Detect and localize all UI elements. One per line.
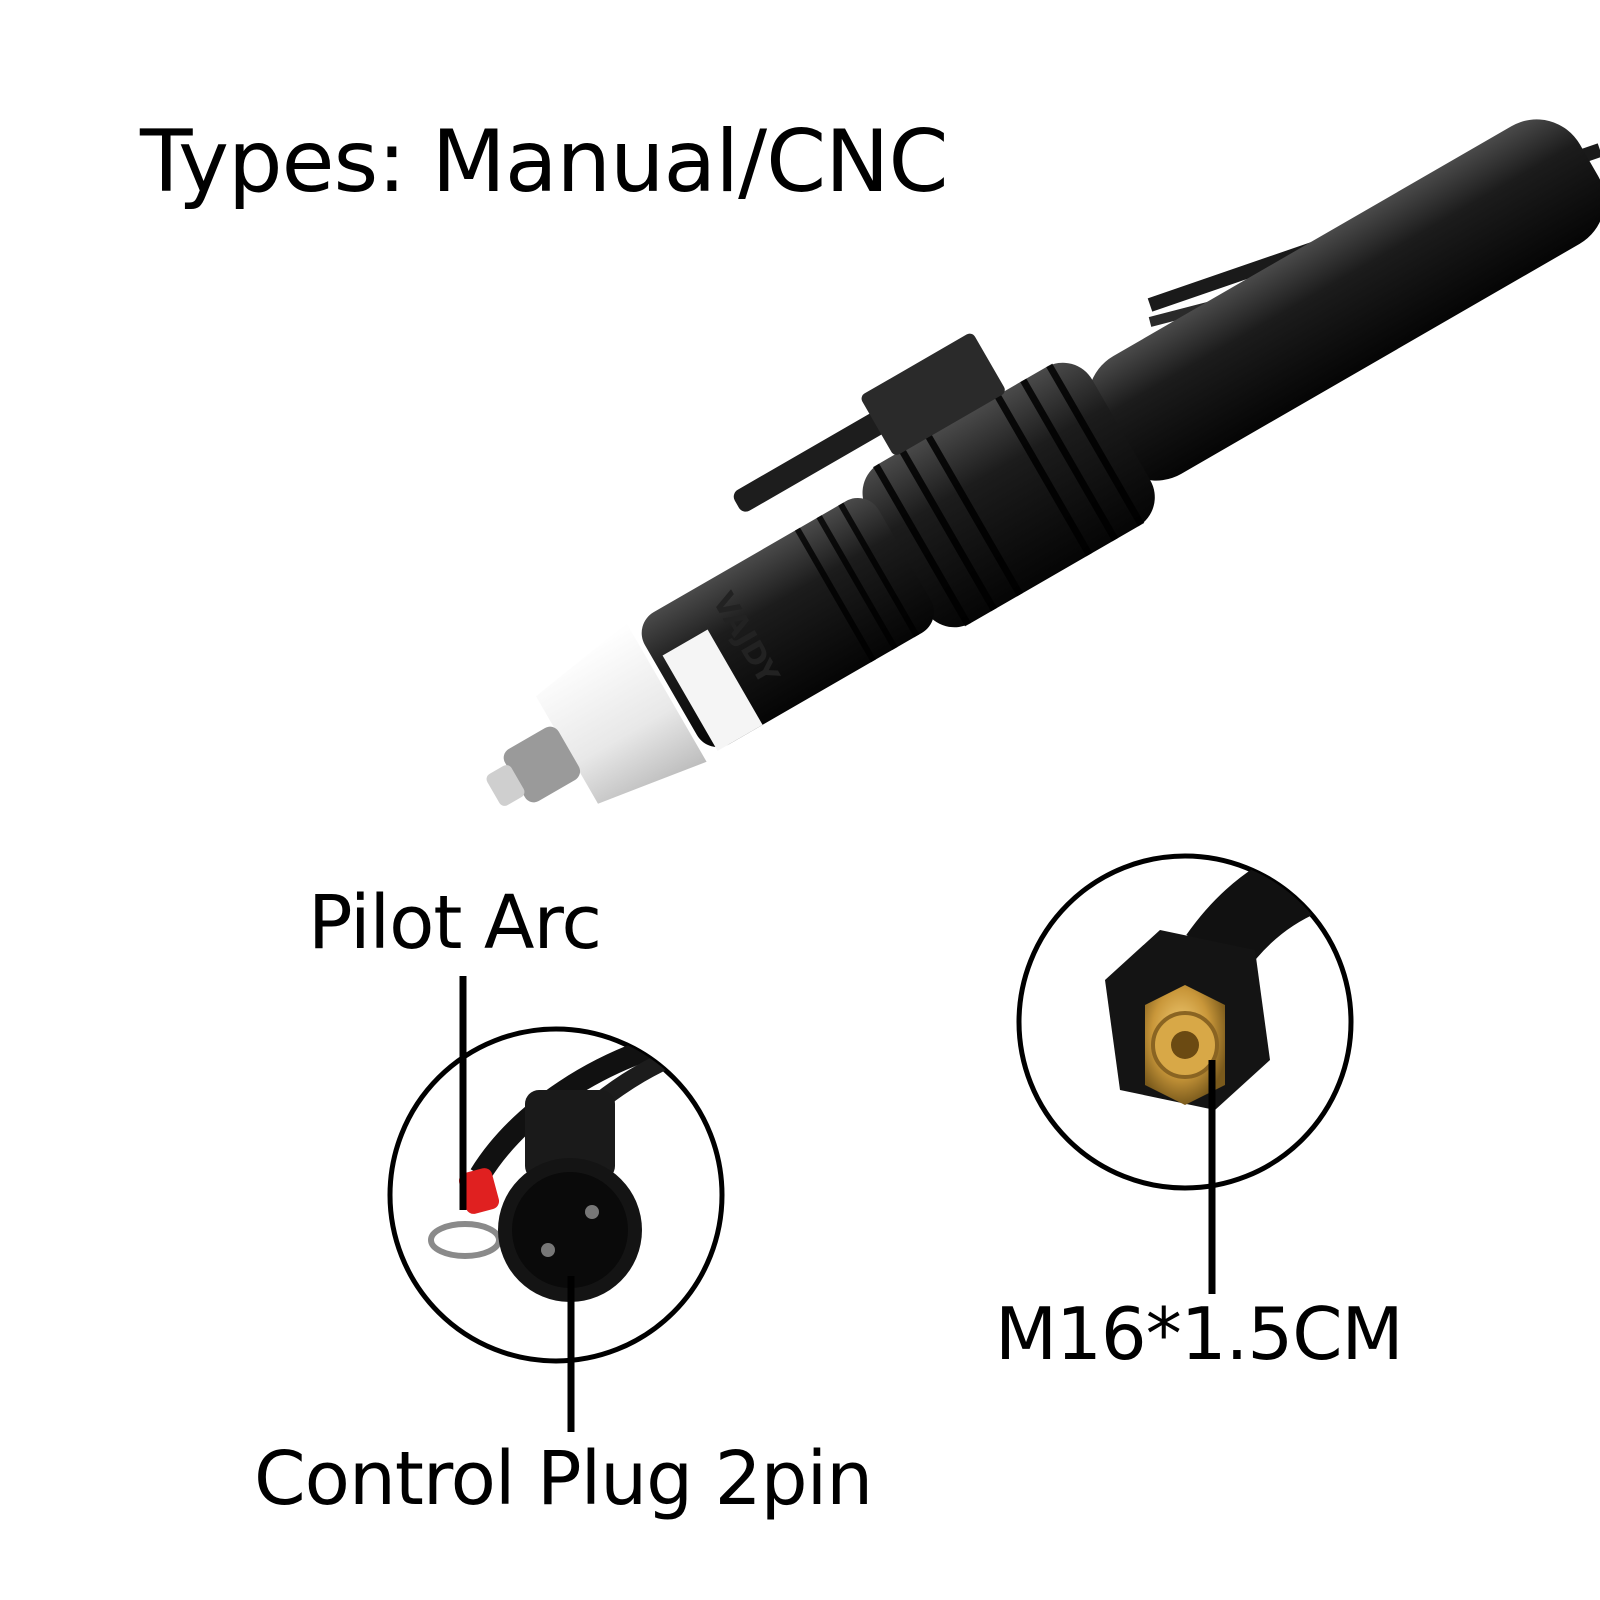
torch-grip — [862, 362, 1155, 628]
brand-label — [662, 629, 763, 751]
product-title: Types: Manual/CNC — [140, 112, 949, 212]
control-plug-detail — [387, 976, 725, 1432]
torch-trigger-housing — [861, 333, 1005, 455]
thread-size-label: M16*1.5CM — [995, 1292, 1404, 1376]
pilot-terminal — [458, 1168, 500, 1214]
plasma-torch: VAJDY — [486, 119, 1600, 806]
pilot-arc-label: Pilot Arc — [308, 880, 602, 966]
pin-2 — [585, 1205, 599, 1219]
pin-1 — [541, 1243, 555, 1257]
nozzle-cap — [535, 623, 707, 804]
control-plug-label: Control Plug 2pin — [254, 1436, 873, 1522]
fitting-detail — [1016, 853, 1354, 1294]
torch-tip — [503, 726, 581, 803]
torch-hose — [1088, 119, 1600, 481]
grip-ribs — [873, 363, 1145, 627]
